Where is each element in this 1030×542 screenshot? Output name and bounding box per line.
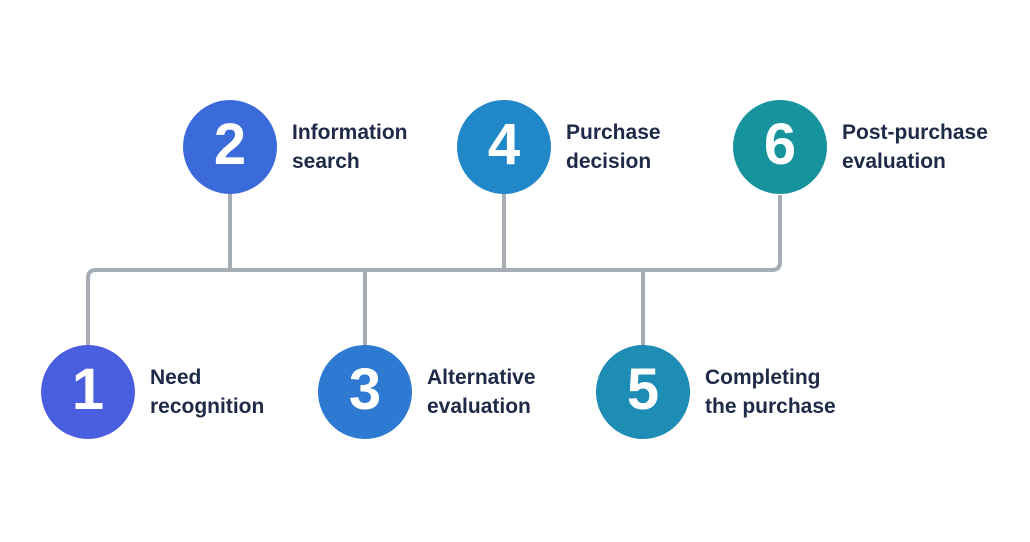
step-5-number: 5: [626, 357, 660, 422]
step-3-number: 3: [348, 357, 382, 422]
step-4-label: Purchase decision: [566, 118, 661, 176]
step-4-number: 4: [487, 112, 521, 177]
step-completing-the-purchase: 5 Completing the purchase: [596, 345, 836, 439]
connector-line-group: [86, 194, 782, 346]
step-3-label-line2: evaluation: [427, 395, 531, 418]
step-2-label-line2: search: [292, 150, 360, 173]
step-6-circle: 6: [733, 100, 827, 194]
step-6-label-line2: evaluation: [842, 150, 946, 173]
step-3-label-line1: Alternative: [427, 366, 536, 389]
step-post-purchase-evaluation: 6 Post-purchase evaluation: [733, 100, 988, 194]
step-1-label-line2: recognition: [150, 395, 265, 418]
step-5-label-line2: the purchase: [705, 395, 836, 418]
step-1-label-line1: Need: [150, 366, 202, 389]
step-3-circle: 3: [318, 345, 412, 439]
step-need-recognition: 1 Need recognition: [41, 345, 264, 439]
step-information-search: 2 Information search: [183, 100, 408, 194]
step-6-label: Post-purchase evaluation: [842, 118, 988, 176]
connector-main-rail: [86, 195, 782, 346]
step-5-label: Completing the purchase: [705, 363, 836, 421]
step-1-circle: 1: [41, 345, 135, 439]
step-1-label: Need recognition: [150, 363, 264, 421]
step-5-circle: 5: [596, 345, 690, 439]
step-2-circle: 2: [183, 100, 277, 194]
step-purchase-decision: 4 Purchase decision: [457, 100, 661, 194]
step-4-circle: 4: [457, 100, 551, 194]
step-6-number: 6: [763, 112, 797, 177]
step-2-label: Information search: [292, 118, 408, 176]
step-4-label-line1: Purchase: [566, 121, 661, 144]
step-2-number: 2: [213, 112, 247, 177]
step-6-label-line1: Post-purchase: [842, 121, 988, 144]
step-1-number: 1: [71, 357, 105, 422]
step-alternative-evaluation: 3 Alternative evaluation: [318, 345, 536, 439]
step-2-label-line1: Information: [292, 121, 408, 144]
step-5-label-line1: Completing: [705, 366, 821, 389]
step-3-label: Alternative evaluation: [427, 363, 536, 421]
step-4-label-line2: decision: [566, 150, 652, 173]
